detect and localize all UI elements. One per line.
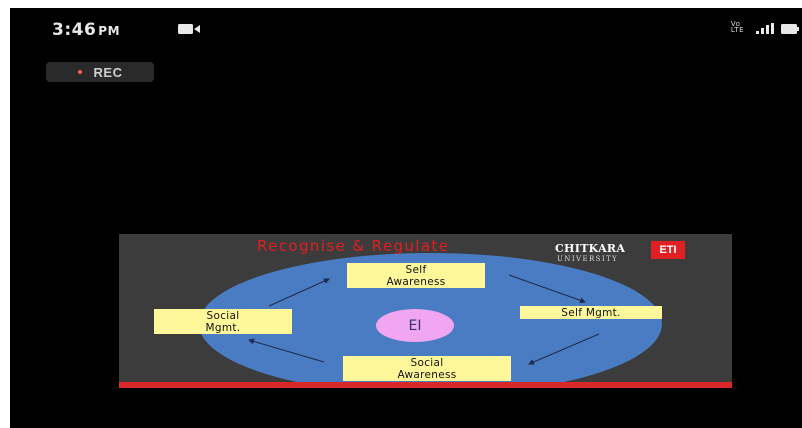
self-awareness-box: Self Awareness: [347, 263, 485, 288]
recording-indicator[interactable]: REC: [46, 62, 154, 82]
social-management-line2: Mgmt.: [205, 321, 241, 334]
social-awareness-line1: Social: [410, 356, 444, 369]
time-ampm: PM: [98, 24, 121, 38]
video-camera-icon: [178, 24, 200, 34]
ei-center-circle: EI: [376, 309, 454, 342]
arrow-social-mg-to-self-aw: [268, 278, 330, 307]
record-dot-icon: [77, 70, 82, 74]
logo-subtitle: UNIVERSITY: [557, 255, 619, 263]
network-label-top: Vo: [730, 20, 741, 28]
arrow-self-mg-to-social-aw: [528, 333, 600, 365]
battery-icon: [781, 24, 799, 34]
social-awareness-line2: Awareness: [397, 368, 457, 381]
slide-bottom-bar: [119, 382, 732, 388]
self-management-box: Self Mgmt.: [520, 306, 662, 319]
time-value: 3:46: [52, 20, 97, 40]
social-management-line1: Social: [206, 309, 240, 322]
social-awareness-box: Social Awareness: [343, 356, 511, 381]
self-management-label: Self Mgmt.: [561, 306, 621, 319]
cycle-arrows: [248, 274, 600, 365]
ei-label: EI: [408, 317, 422, 334]
arrow-social-aw-to-social-mg: [248, 338, 325, 363]
logo-badge-icon: ETI: [651, 241, 685, 259]
arrow-self-aw-to-self-mg: [508, 274, 586, 304]
network-type-label: Vo LTE: [730, 20, 744, 34]
signal-icon: [756, 23, 774, 34]
network-label-bottom: LTE: [730, 26, 744, 34]
slide-title: Recognise & Regulate: [257, 237, 450, 255]
university-logo: CHITKARA UNIVERSITY ETI: [555, 241, 705, 269]
logo-wordmark: CHITKARA: [555, 242, 626, 255]
self-awareness-line1: Self: [405, 263, 427, 276]
self-awareness-line2: Awareness: [386, 275, 446, 288]
presentation-slide: Recognise & Regulate CHITKARA UNIVERSITY…: [119, 234, 732, 388]
recording-label: REC: [93, 64, 123, 80]
social-management-box: Social Mgmt.: [154, 309, 292, 334]
